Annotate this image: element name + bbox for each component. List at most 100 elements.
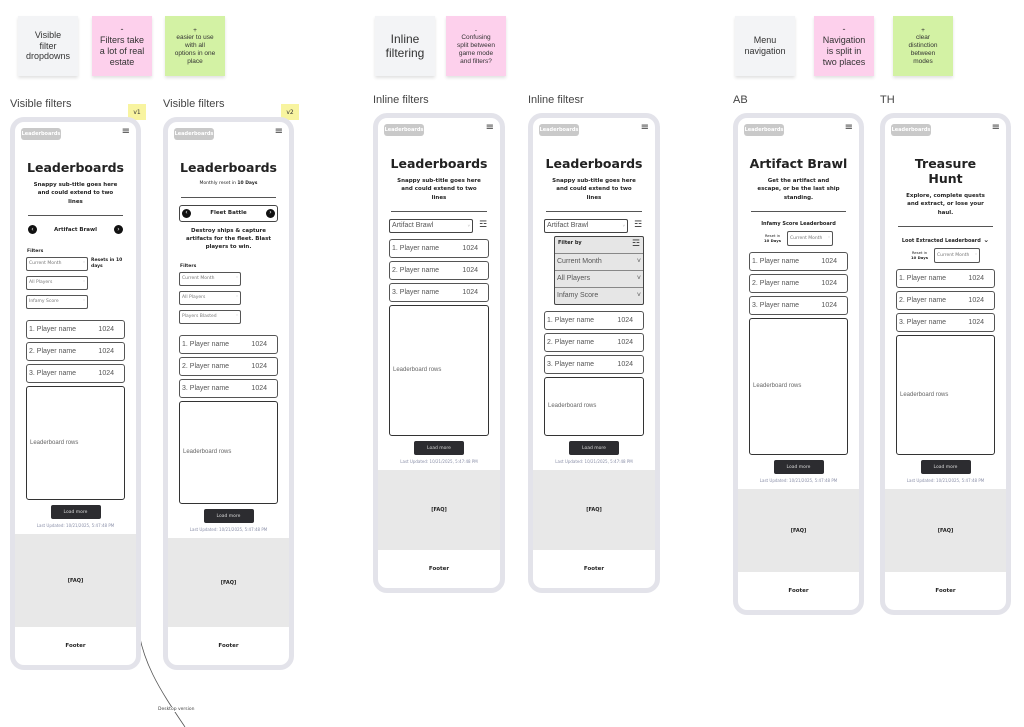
option-value: Infamy Score bbox=[557, 292, 599, 300]
filters-label: Filters bbox=[27, 248, 44, 254]
chevron-down-icon: ˅ bbox=[467, 223, 470, 229]
filters-label: Filters bbox=[180, 263, 197, 269]
page-title: Treasure Hunt bbox=[914, 156, 977, 186]
popup-filter-dropdown[interactable]: Current Month˅ bbox=[555, 252, 643, 270]
filter-sliders-icon[interactable]: ☲ bbox=[479, 220, 488, 231]
load-more-button[interactable]: Load more bbox=[414, 441, 464, 455]
hamburger-menu-icon[interactable]: ≡ bbox=[640, 122, 649, 133]
phone-label: AB bbox=[733, 94, 748, 106]
player-score: 1024 bbox=[462, 288, 478, 296]
divider bbox=[181, 196, 276, 198]
chevron-down-icon[interactable]: ⌄ bbox=[980, 235, 990, 244]
filter-dropdown[interactable]: Infamy Score˅ bbox=[26, 294, 88, 309]
popup-filter-dropdown[interactable]: All Players˅ bbox=[555, 269, 643, 287]
player-name: 1. Player name bbox=[182, 340, 230, 348]
filter-dropdown[interactable]: All Players˅ bbox=[179, 290, 241, 305]
chevron-down-icon: ˅ bbox=[236, 295, 238, 300]
mode-description: Destroy ships & capture artifacts for th… bbox=[186, 227, 271, 251]
filter-dropdown[interactable]: Current Month ˅ bbox=[26, 256, 88, 271]
popup-title: Filter by bbox=[558, 239, 582, 246]
page-subtitle: Explore, complete quests and extract, or… bbox=[906, 193, 985, 216]
filter-row: Current Month˅Resets in 10 days bbox=[26, 256, 125, 271]
load-more-button[interactable]: Load more bbox=[920, 460, 971, 474]
filter-dropdown[interactable]: All Players˅ bbox=[26, 275, 88, 290]
period-dropdown[interactable]: Current Month˅ bbox=[933, 247, 980, 263]
chevron-right-icon[interactable]: › bbox=[266, 208, 275, 218]
phone-header: Leaderboards ≡ bbox=[533, 118, 655, 142]
player-score: 1024 bbox=[968, 318, 984, 326]
chevron-right-icon[interactable]: › bbox=[113, 225, 123, 235]
popup-filter-dropdown[interactable]: Infamy Score˅ bbox=[555, 286, 643, 304]
hamburger-menu-icon[interactable]: ≡ bbox=[485, 122, 494, 133]
footer: Footer bbox=[935, 588, 956, 594]
player-score: 1024 bbox=[617, 338, 633, 346]
last-updated: Last Updated: 10/21/2025, 5:47:48 PM bbox=[906, 478, 985, 483]
player-name: 3. Player name bbox=[182, 384, 230, 392]
filter-dropdown[interactable]: Players Blasted˅ bbox=[179, 309, 241, 324]
load-more-button[interactable]: Load more bbox=[569, 441, 619, 455]
divider bbox=[898, 225, 993, 227]
dropdown-value: Players Blasted bbox=[182, 314, 217, 319]
hamburger-menu-icon[interactable]: ≡ bbox=[274, 126, 283, 137]
dropdown-value: Infamy Score bbox=[29, 299, 59, 305]
logo-button[interactable]: Leaderboards bbox=[384, 124, 424, 136]
phone-label: Inline filters bbox=[373, 94, 429, 106]
load-more-button[interactable]: Load more bbox=[773, 460, 824, 474]
load-more-button[interactable]: Load more bbox=[203, 509, 254, 523]
game-mode-select[interactable]: Artifact Brawl˅ bbox=[544, 218, 628, 233]
leaderboard-selector[interactable]: Loot Extracted Leaderboard ⌄ bbox=[896, 236, 995, 244]
hamburger-menu-icon[interactable]: ≡ bbox=[121, 126, 130, 137]
sticky-note: - Confusing split between game mode and … bbox=[446, 16, 506, 76]
hamburger-menu-icon[interactable]: ≡ bbox=[991, 122, 1000, 133]
connector-label: Desktop version bbox=[158, 707, 195, 712]
logo-button[interactable]: Leaderboards bbox=[891, 124, 931, 136]
popup-header: Filter by ☲ bbox=[555, 237, 643, 253]
last-updated: Last Updated: 10/21/2025, 5:47:48 PM bbox=[400, 459, 478, 464]
filter-dropdown[interactable]: Current Month˅ bbox=[179, 271, 241, 286]
inline-filter-row: Artifact Brawl˅ ☲ bbox=[389, 218, 489, 233]
chevron-down-icon: ˅ bbox=[83, 261, 85, 267]
chevron-down-icon: ˅ bbox=[974, 252, 977, 258]
load-more-button[interactable]: Load more bbox=[50, 505, 101, 519]
game-mode-switcher: ‹Artifact Brawl› bbox=[26, 223, 125, 237]
player-name: 3. Player name bbox=[392, 288, 440, 296]
filter-row: Current Month˅ bbox=[179, 271, 278, 286]
logo-button[interactable]: Leaderboards bbox=[174, 128, 214, 140]
filter-sliders-icon[interactable]: ☲ bbox=[634, 220, 643, 231]
game-mode-select[interactable]: Artifact Brawl˅ bbox=[389, 218, 473, 233]
period-dropdown[interactable]: Current Month˅ bbox=[786, 230, 833, 246]
logo-button[interactable]: Leaderboards bbox=[744, 124, 784, 136]
select-value: Artifact Brawl bbox=[547, 222, 589, 230]
version-tag: v1 bbox=[128, 104, 146, 120]
logo-button[interactable]: Leaderboards bbox=[539, 124, 579, 136]
filter-popup: Filter by☲Current Month˅All Players˅Infa… bbox=[554, 235, 644, 305]
reset-prefix: Monthly reset in bbox=[199, 181, 238, 186]
chevron-left-icon[interactable]: ‹ bbox=[28, 225, 37, 235]
dropdown-value: Current Month bbox=[29, 261, 62, 267]
hamburger-menu-icon[interactable]: ≡ bbox=[844, 122, 853, 133]
sticky-note: - Filters take a lot of real estate bbox=[92, 16, 152, 76]
leaderboard-name: Infamy Score Leaderboard bbox=[761, 220, 836, 227]
page-title: Leaderboards bbox=[545, 156, 643, 171]
chevron-left-icon[interactable]: ‹ bbox=[182, 208, 191, 218]
footer: Footer bbox=[428, 566, 450, 572]
filter-sliders-icon[interactable]: ☲ bbox=[631, 238, 640, 249]
logo-button[interactable]: Leaderboards bbox=[21, 128, 61, 140]
player-name: 1. Player name bbox=[899, 274, 947, 282]
faq-section: [FAQ] bbox=[378, 470, 500, 550]
phone-header: Leaderboards ≡ bbox=[15, 122, 136, 146]
